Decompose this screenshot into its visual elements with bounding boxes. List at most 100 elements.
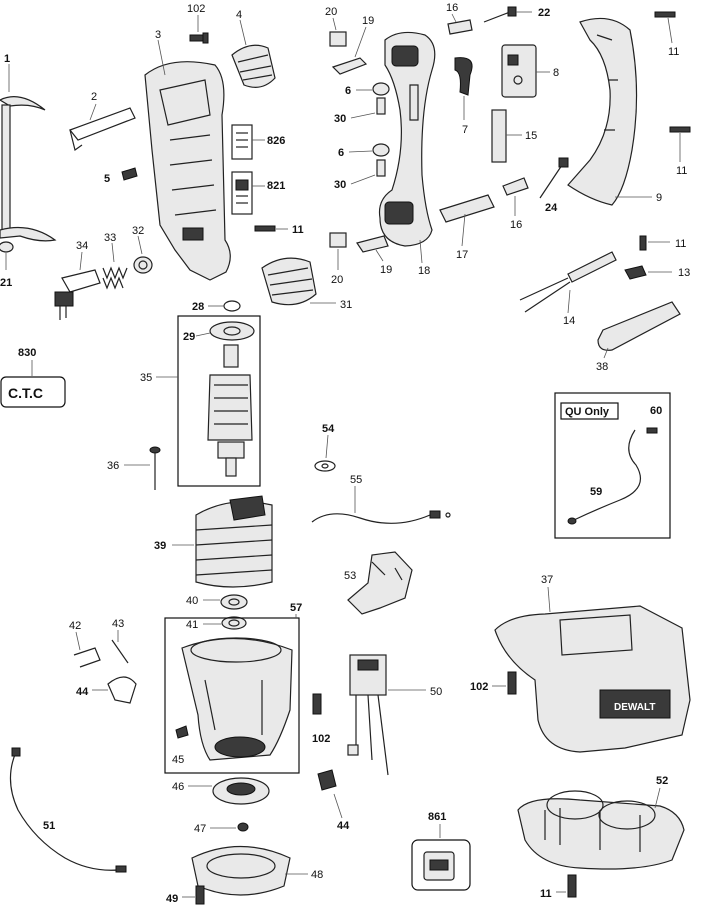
callout-13: 13 [678,267,690,279]
part-boot [231,44,276,88]
callout-53: 53 [344,570,356,582]
callout-28: 28 [192,301,204,313]
part-20-top [329,31,347,47]
part-861-kit [423,851,455,881]
part-16-bottom [502,177,529,196]
qu-only-label: QU Only [565,406,610,418]
part-30-bottom [376,159,386,177]
callout-55: 55 [350,474,362,486]
callout-2: 2 [91,91,97,103]
callout-22: 22 [538,7,550,19]
callout-33: 33 [104,232,116,244]
callout-6-top: 6 [345,85,351,97]
part-34-switch-bracket [54,269,101,320]
callout-821: 821 [267,180,285,192]
part-42-bracket [73,647,101,668]
part-14-cord-sleeve [519,251,617,313]
part-39-field [195,495,273,588]
armature-box [177,315,261,487]
part-18-handle [378,31,436,247]
part-15-brush-holder [491,109,507,163]
callout-38: 38 [596,361,608,373]
callout-24: 24 [545,202,558,214]
part-60-screw [646,427,658,434]
callout-861: 861 [428,811,446,823]
callout-30-top: 30 [334,113,346,125]
part-53-bracket [347,551,413,615]
kit-861-box [411,839,471,891]
part-9-cover [567,17,638,206]
callout-52: 52 [656,775,668,787]
callout-11-mid-right: 11 [676,165,687,177]
callout-3: 3 [155,29,161,41]
callout-31: 31 [340,299,352,311]
callout-59: 59 [590,486,602,498]
part-side-handle [0,96,57,253]
part-55-lead-wire [311,510,451,524]
callout-42: 42 [69,620,81,632]
callout-45: 45 [172,754,184,766]
callout-20-top: 20 [325,6,337,18]
callout-16-bottom: 16 [510,219,522,231]
callout-8: 8 [553,67,559,79]
part-clamp-bracket [69,107,136,152]
callout-1: 1 [4,53,10,65]
part-22-screw [483,6,517,23]
callout-44-left: 44 [76,686,89,698]
part-screw-102-right [507,671,517,695]
part-24-screw [539,157,569,199]
callout-14: 14 [563,315,575,327]
callout-47: 47 [194,823,206,835]
part-33-spring [102,266,128,290]
callout-17: 17 [456,249,468,261]
part-54-washer [314,460,336,472]
part-screw-11-low-right [639,235,647,251]
part-46-gear [212,777,270,805]
part-19-top [331,57,368,75]
callout-57: 57 [290,602,302,614]
part-37-motor-housing [494,605,691,753]
part-31-boot [261,257,317,306]
part-49-screw [195,885,205,905]
callout-49: 49 [166,893,178,905]
part-45-clip [175,725,189,739]
callout-44-lower: 44 [337,820,350,832]
callout-43: 43 [112,618,124,630]
callout-102-mid: 102 [312,733,330,745]
part-screw-11-mid [254,225,276,232]
part-clip-5 [121,167,138,181]
qu-only-tag [560,402,619,420]
callout-4: 4 [236,9,242,21]
callout-15: 15 [525,130,537,142]
part-main-housing [144,61,231,281]
part-41-bearing [221,616,247,630]
part-57-gear-housing [181,637,293,761]
part-48-plate [191,845,291,896]
part-44-spring-clip [107,676,137,704]
part-30-top [376,97,386,115]
part-6-top [372,82,390,96]
part-17-rod [439,194,495,223]
part-35-armature [207,321,255,477]
callout-5: 5 [104,173,110,185]
part-32-bushing [133,256,153,274]
part-screw-11-mid-right [669,126,691,133]
part-19-bottom [356,235,389,253]
callout-11-bottom: 11 [540,888,552,900]
ctc-box [0,376,66,408]
callout-16-top: 16 [446,2,458,14]
part-52-cap [517,790,685,870]
part-8-switch [501,44,537,98]
callout-37: 37 [541,574,553,586]
callout-11-top-right: 11 [668,46,679,58]
part-50-brush-holder [347,654,389,776]
callout-34: 34 [76,240,88,252]
callout-50: 50 [430,686,442,698]
part-44-lower [317,769,337,791]
callout-35: 35 [140,372,152,384]
callout-39: 39 [154,540,166,552]
gear-housing-box [164,617,300,774]
qu-only-box [554,392,671,539]
callout-18: 18 [418,265,430,277]
callout-11-mid: 11 [292,224,304,236]
